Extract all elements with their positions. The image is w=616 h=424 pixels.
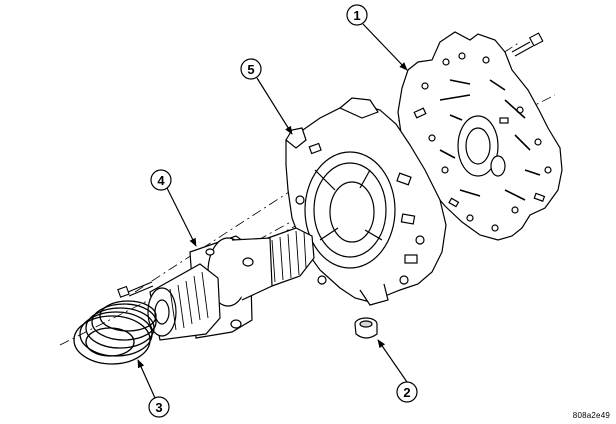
return-spring (73, 300, 157, 365)
support-screw (117, 281, 154, 298)
reaction-shaft-support (147, 227, 315, 341)
pump-housing (285, 97, 447, 306)
svg-text:4: 4 (157, 173, 165, 188)
callout-4: 4 (150, 169, 172, 191)
plate-bolt (511, 32, 544, 57)
callout-5: 5 (240, 58, 262, 80)
svg-text:1: 1 (353, 8, 360, 23)
callout-3: 3 (148, 396, 170, 418)
callout-leaders (137, 23, 408, 399)
svg-text:3: 3 (155, 400, 162, 415)
callout-1: 1 (346, 4, 368, 26)
reference-code: 808a2e49 (572, 411, 610, 420)
seal-cup (354, 317, 378, 339)
svg-text:2: 2 (403, 385, 410, 400)
valve-body-plate (397, 31, 563, 241)
svg-text:5: 5 (247, 62, 254, 77)
callout-2: 2 (396, 381, 418, 403)
